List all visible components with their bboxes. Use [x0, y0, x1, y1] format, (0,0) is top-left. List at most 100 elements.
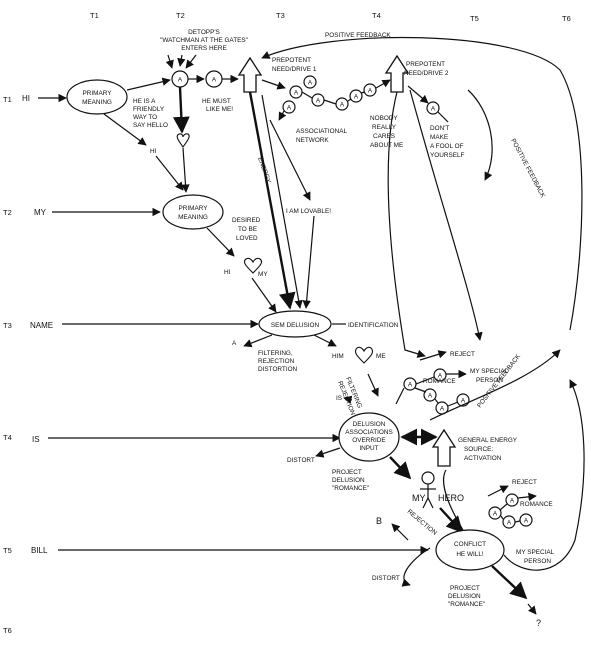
svg-text:MY SPECIAL: MY SPECIAL — [516, 549, 555, 556]
svg-text:ASSOCIATIONS: ASSOCIATIONS — [345, 429, 392, 436]
svg-text:A: A — [212, 77, 217, 84]
svg-text:HE MUST: HE MUST — [202, 98, 231, 105]
label-energy: ENERGY — [256, 156, 272, 184]
word-is: IS — [336, 395, 342, 402]
annotation-project-2: PROJECT DELUSION "ROMANCE" — [448, 585, 485, 608]
svg-text:DON'T: DON'T — [430, 125, 449, 132]
svg-text:"ROMANCE": "ROMANCE" — [332, 485, 369, 492]
svg-text:HE IS A: HE IS A — [133, 98, 156, 105]
svg-text:DETOPP'S: DETOPP'S — [188, 29, 220, 36]
svg-text:"ROMANCE": "ROMANCE" — [448, 601, 485, 608]
word-him: HIM — [332, 353, 344, 360]
input-word-is: IS — [32, 435, 40, 444]
annotation-need1: PREPOTENT NEED/DRIVE 1 — [272, 57, 317, 73]
svg-text:A: A — [316, 98, 321, 105]
svg-text:REJECTION: REJECTION — [258, 358, 295, 365]
svg-text:CONFLICT: CONFLICT — [454, 541, 486, 548]
conflict-ellipse: CONFLICT HE WILL! — [435, 529, 505, 571]
primary-meaning-ellipse-2: PRIMARY MEANING — [162, 194, 224, 230]
svg-text:DISTORTION: DISTORTION — [258, 366, 298, 373]
annotation-friendly: HE IS A FRIENDLY WAY TO SAY HELLO — [133, 98, 168, 129]
svg-text:HE WILL!: HE WILL! — [456, 551, 484, 558]
heart-icon-hi-my — [243, 257, 263, 274]
svg-text:YOURSELF: YOURSELF — [430, 152, 465, 159]
svg-text:A: A — [440, 406, 445, 413]
hi-my-heart: HI MY — [224, 269, 268, 278]
label-romance-1: ROMANCE — [423, 378, 456, 385]
tick-left-t2: T2 — [3, 208, 12, 217]
sem-delusion-ellipse: SEM DELUSION — [258, 310, 332, 338]
svg-text:NEED/DRIVE 2: NEED/DRIVE 2 — [404, 70, 449, 77]
svg-text:PERSON: PERSON — [524, 558, 551, 565]
heart-icon-him-me — [354, 346, 374, 364]
svg-text:A: A — [493, 511, 498, 518]
word-me: ME — [376, 353, 386, 360]
word-a: A — [232, 340, 237, 347]
svg-text:SEM DELUSION: SEM DELUSION — [271, 322, 320, 329]
svg-text:REALLY: REALLY — [372, 124, 397, 131]
annotation-filtering: FILTERING, REJECTION DISTORTION — [258, 350, 298, 373]
romance-nodes-lower: A A A A — [488, 493, 533, 529]
input-word-my: MY — [34, 208, 47, 217]
label-rejection: REJECTION — [406, 508, 439, 537]
annotation-need2: PREPOTENT NEED/DRIVE 2 — [404, 61, 449, 77]
annotation-myspecial-2: MY SPECIAL PERSON — [516, 549, 555, 565]
svg-text:A: A — [308, 80, 313, 87]
svg-text:PRIMARY: PRIMARY — [82, 90, 112, 97]
svg-text:PREPOTENT: PREPOTENT — [406, 61, 445, 68]
svg-text:ENTERS HERE: ENTERS HERE — [181, 45, 226, 52]
svg-text:FILTERING,: FILTERING, — [258, 350, 293, 357]
need1-arrow-icon — [237, 56, 263, 93]
tick-left-t5: T5 — [3, 546, 12, 555]
svg-text:HI: HI — [224, 269, 231, 276]
node-a-dontmake: A — [426, 101, 440, 115]
primary-meaning-ellipse-1: PRIMARY MEANING — [66, 79, 128, 115]
label-distort-2: DISTORT — [372, 575, 400, 582]
svg-text:A: A — [354, 94, 359, 101]
label-lovable: I AM LOVABLE! — [286, 208, 331, 215]
annotation-project-1: PROJECT DELUSION "ROMANCE" — [332, 469, 369, 492]
tick-t5: T5 — [470, 14, 479, 23]
romance-nodes-upper: A A A A A — [403, 368, 470, 415]
svg-text:PROJECT: PROJECT — [332, 469, 362, 476]
input-word-name: NAME — [30, 321, 53, 330]
tick-left-t1: T1 — [3, 95, 12, 104]
tick-t6: T6 — [562, 14, 571, 23]
svg-text:A: A — [368, 88, 373, 95]
svg-text:A: A — [428, 393, 433, 400]
annotation-desired: DESIRED TO BE LOVED — [232, 217, 261, 242]
svg-text:LOVED: LOVED — [236, 235, 258, 242]
word-question: ? — [536, 618, 541, 628]
svg-text:A: A — [461, 398, 466, 405]
svg-text:NOBODY: NOBODY — [370, 115, 398, 122]
svg-text:A: A — [340, 102, 345, 109]
label-positive-feedback: POSITIVE FEEDBACK — [325, 32, 391, 39]
svg-text:DELUSION: DELUSION — [332, 477, 365, 484]
time-axis-top: T1 T2 T3 T4 T5 T6 — [90, 11, 571, 23]
label-positive-feedback-2: POSITIVE FEEDBACK — [509, 138, 546, 200]
svg-text:LIKE ME!: LIKE ME! — [206, 106, 233, 113]
svg-text:A: A — [431, 106, 436, 113]
node-a-t2b: A — [205, 70, 223, 88]
word-my-hero-hero: HERO — [438, 493, 464, 503]
svg-text:A: A — [287, 105, 292, 112]
need2-arrow-icon — [384, 54, 410, 93]
svg-text:SOURCE:: SOURCE: — [464, 446, 493, 453]
label-romance-2: ROMANCE — [520, 501, 553, 508]
label-identification: IDENTIFICATION — [348, 322, 399, 329]
svg-text:DELUSION: DELUSION — [448, 593, 481, 600]
svg-text:A: A — [507, 520, 512, 527]
hero-figure-icon — [420, 471, 436, 509]
svg-text:GENERAL ENERGY: GENERAL ENERGY — [458, 437, 518, 444]
annotation-detoppi: DETOPP'S "WATCHMAN AT THE GATES" ENTERS … — [160, 29, 248, 52]
tick-left-t3: T3 — [3, 321, 12, 330]
svg-text:ABOUT ME: ABOUT ME — [370, 142, 403, 149]
label-distort-1: DISTORT — [287, 457, 315, 464]
svg-text:MAKE: MAKE — [430, 134, 448, 141]
svg-text:TO BE: TO BE — [238, 226, 257, 233]
svg-text:NEED/DRIVE 1: NEED/DRIVE 1 — [272, 66, 317, 73]
svg-text:MEANING: MEANING — [178, 214, 208, 221]
time-axis-left: T1 T2 T3 T4 T5 T6 — [3, 95, 12, 635]
assoc-network-nodes: A A A A A A A — [282, 75, 377, 114]
tick-t2: T2 — [176, 11, 185, 20]
